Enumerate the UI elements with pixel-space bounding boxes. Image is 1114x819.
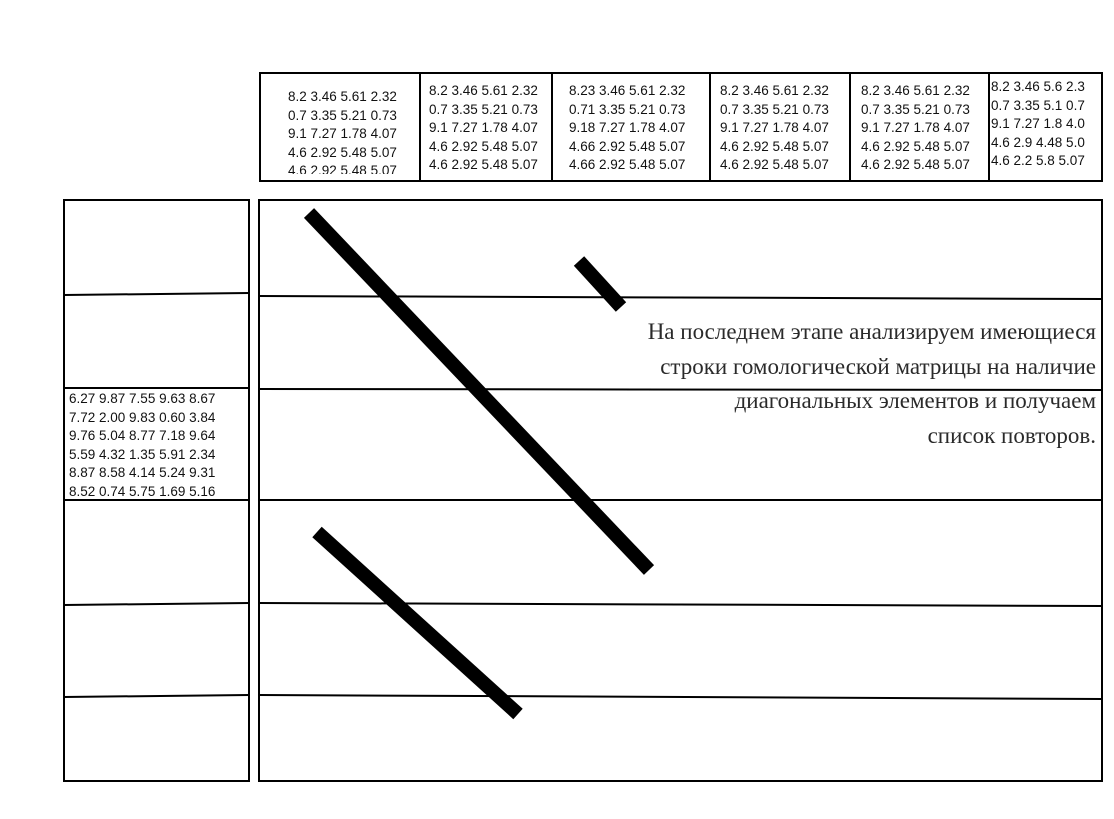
row-divider <box>63 694 250 698</box>
row-strip-frame <box>63 199 250 782</box>
column-block-4: 8.2 3.46 5.61 2.32 0.7 3.35 5.21 0.73 9.… <box>720 74 848 174</box>
annotation-line: На последнем этапе анализируем имеющиеся <box>647 319 1096 344</box>
column-value-row: 4.6 2.92 5.48 5.07 <box>429 157 538 173</box>
annotation-line: диагональных элементов и получаем <box>734 388 1096 413</box>
column-header-frame <box>259 72 1103 182</box>
column-block-6: 8.2 3.46 5.6 2.3 0.7 3.35 5.1 0.7 9.1 7.… <box>991 74 1101 174</box>
column-value-row: 4.6 2.9 4.48 5.0 <box>991 134 1085 150</box>
matrix-row-divider <box>258 602 1103 607</box>
row-block: 6.27 9.87 7.55 9.63 8.67 7.72 2.00 9.83 … <box>69 390 249 502</box>
column-value-row: 8.2 3.46 5.61 2.32 <box>861 83 970 98</box>
column-value-row: 4.6 2.92 5.48 5.07 <box>861 157 970 173</box>
column-value-row: 4.6 2.92 5.48 5.07 <box>720 157 829 173</box>
column-value-row: 0.7 3.35 5.21 0.73 <box>720 101 829 117</box>
row-value-row: 9.76 5.04 8.77 7.18 9.64 <box>69 428 216 444</box>
annotation-line: строки гомологической матрицы на наличие <box>660 353 1096 379</box>
matrix-row-divider <box>258 694 1103 700</box>
column-block-5: 8.2 3.46 5.61 2.32 0.7 3.35 5.21 0.73 9.… <box>861 74 988 174</box>
column-value-row: 9.1 7.27 1.78 4.07 <box>288 126 397 142</box>
column-value-row: 4.66 2.92 5.48 5.07 <box>569 157 686 173</box>
column-value-row: 4.6 2.92 5.48 5.07 <box>861 138 970 154</box>
column-value-row: 8.2 3.46 5.61 2.32 <box>288 89 397 104</box>
matrix-row-divider <box>258 388 1103 391</box>
column-value-row: 4.6 2.2 5.8 5.07 <box>991 153 1085 169</box>
row-value-row: 6.27 9.87 7.55 9.63 8.67 <box>69 391 216 406</box>
column-value-row: 9.18 7.27 1.78 4.07 <box>569 120 686 136</box>
diagonal-segment-lower <box>312 526 523 720</box>
column-value-row: 0.7 3.35 5.21 0.73 <box>429 101 538 117</box>
column-value-row: 8.23 3.46 5.61 2.32 <box>569 83 686 98</box>
matrix-row-divider <box>258 295 1103 300</box>
row-divider <box>63 602 250 606</box>
column-value-row: 0.7 3.35 5.1 0.7 <box>991 97 1085 113</box>
column-value-row: 8.2 3.46 5.61 2.32 <box>720 83 829 98</box>
column-value-row: 0.71 3.35 5.21 0.73 <box>569 101 686 117</box>
diagonal-segment-short <box>573 256 627 312</box>
column-value-row: 4.6 2.92 5.48 5.07 <box>720 138 829 154</box>
annotation-line: список повторов. <box>927 422 1096 448</box>
row-value-row: 8.87 8.58 4.14 5.24 9.31 <box>69 465 216 481</box>
column-value-row: 0.7 3.35 5.21 0.73 <box>288 107 397 123</box>
annotation-text: На последнем этапе анализируем имеющиеся… <box>520 315 1096 453</box>
column-value-row: 8.2 3.46 5.6 2.3 <box>991 79 1085 94</box>
diagonal-segment-long <box>303 208 655 575</box>
column-value-row: 8.2 3.46 5.61 2.32 <box>429 83 538 98</box>
column-value-row: 0.7 3.35 5.21 0.73 <box>861 101 970 117</box>
column-value-row: 9.1 7.27 1.78 4.07 <box>429 120 538 136</box>
column-value-row: 4.6 2.92 5.48 5.07 <box>288 144 397 160</box>
column-value-row: 9.1 7.27 1.8 4.0 <box>991 116 1085 132</box>
column-block-3: 8.23 3.46 5.61 2.32 0.71 3.35 5.21 0.73 … <box>569 74 709 174</box>
column-value-row: 4.66 2.92 5.48 5.07 <box>569 138 686 154</box>
column-value-row: 4.6 2.92 5.48 5.07 <box>429 138 538 154</box>
column-block-2: 8.2 3.46 5.61 2.32 0.7 3.35 5.21 0.73 9.… <box>429 74 551 174</box>
row-value-row: 7.72 2.00 9.83 0.60 3.84 <box>69 409 216 425</box>
column-block-1: 8.2 3.46 5.61 2.32 0.7 3.35 5.21 0.73 9.… <box>288 74 416 174</box>
row-divider <box>63 292 250 296</box>
row-value-row: 5.59 4.32 1.35 5.91 2.34 <box>69 446 216 462</box>
column-value-row: 4.6 2.92 5.48 5.07 <box>288 163 397 174</box>
row-value-row: 8.52 0.74 5.75 1.69 5.16 <box>69 483 216 499</box>
homology-matrix-frame <box>258 199 1103 782</box>
column-value-row: 9.1 7.27 1.78 4.07 <box>720 120 829 136</box>
column-value-row: 9.1 7.27 1.78 4.07 <box>861 120 970 136</box>
